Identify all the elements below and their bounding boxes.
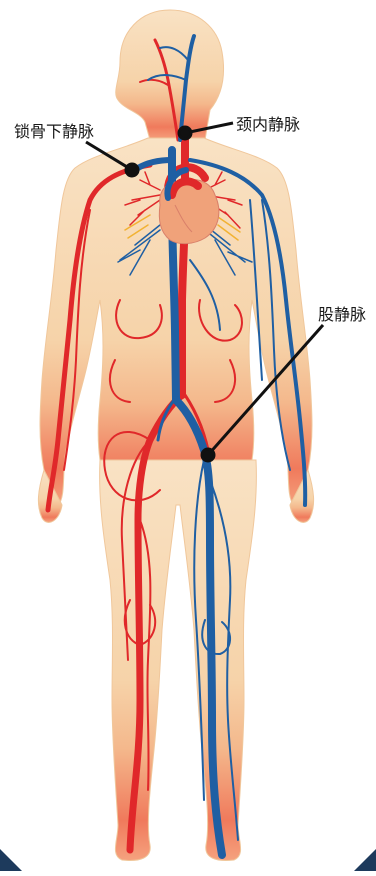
subclavian-dot <box>126 164 138 176</box>
corner-decoration-right <box>354 849 376 871</box>
legs <box>100 460 257 860</box>
jugular-dot <box>179 127 191 139</box>
label-femoral-vein: 股静脉 <box>318 301 366 325</box>
label-subclavian-vein: 锁骨下静脉 <box>14 118 94 142</box>
corner-decoration-left <box>0 849 22 871</box>
label-jugular-vein: 颈内静脉 <box>236 111 300 135</box>
femoral-dot <box>202 449 214 461</box>
